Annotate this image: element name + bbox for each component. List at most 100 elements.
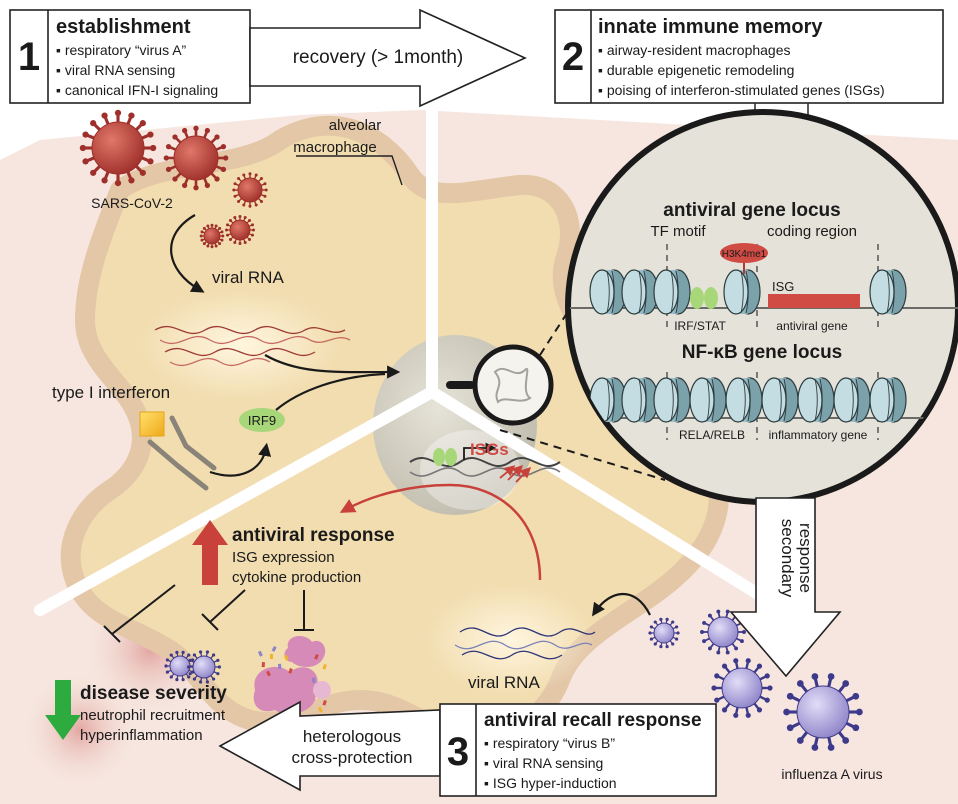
- cytokine-dot: [312, 677, 316, 683]
- response-line-1: ISG expression: [232, 549, 335, 566]
- sars-cov-2-viruses: [79, 109, 268, 249]
- nucleosome: [589, 269, 627, 315]
- tf-motif-label: TF motif: [651, 223, 707, 240]
- cytokine-dot: [271, 646, 277, 652]
- viral-rna-strand: [154, 325, 351, 367]
- nucleosome: [869, 377, 907, 423]
- cytokine-dot: [261, 662, 265, 668]
- cytokine-dot: [322, 664, 327, 670]
- transcription-arrow: [463, 442, 497, 460]
- isgs-label: ISGs: [470, 440, 509, 459]
- irf-stat-label: IRF/STAT: [674, 319, 726, 333]
- disease-severity-title: disease severity: [80, 683, 227, 704]
- rna-to-nucleus-arrow: [264, 354, 401, 379]
- cross-protection-arrow: heterologous cross-protection: [218, 700, 441, 792]
- panel-bullet: ▪ respiratory “virus B”: [484, 735, 615, 751]
- panel-title: establishment: [56, 16, 191, 38]
- viral-rna-label-1: viral RNA: [212, 268, 284, 287]
- cytokine-dot: [283, 654, 289, 661]
- zoom-dashed-lines: [499, 261, 666, 481]
- influenza-virus: [164, 650, 196, 682]
- magnifier-lens: [472, 344, 554, 426]
- secondary-label: secondary: [778, 519, 797, 598]
- response-up-arrow: [192, 520, 228, 585]
- cytokine-dots: [258, 646, 327, 713]
- nucleosome-row-antiviral: [589, 269, 907, 315]
- nucleosome: [621, 269, 659, 315]
- isg-gene-bar: [768, 294, 860, 308]
- irf-stat-factor: [690, 287, 704, 309]
- type-i-interferon-label: type I interferon: [52, 383, 170, 402]
- influenza-entry-arrow: [592, 592, 651, 617]
- nucleosome: [797, 377, 835, 423]
- cytokine-dot: [278, 663, 282, 669]
- nucleosome: [689, 377, 727, 423]
- viral-rna-glow: [425, 585, 595, 695]
- recovery-arrow: recovery (> 1month): [249, 8, 527, 108]
- panel-bullet: ▪ airway-resident macrophages: [598, 42, 791, 58]
- antiviral-gene-label: antiviral gene: [776, 319, 848, 333]
- interferon-ligand: [139, 411, 165, 437]
- viral-rna-glow: [140, 290, 340, 400]
- inhibition-lines: [103, 584, 314, 643]
- secondary-response-arrow: secondary response: [729, 497, 842, 678]
- nucleosome: [653, 377, 691, 423]
- panel-establishment: 1 establishment ▪ respiratory “virus A” …: [9, 9, 251, 104]
- panel-bullet: ▪ respiratory “virus A”: [56, 42, 187, 58]
- sars-label: SARS-CoV-2: [91, 195, 173, 211]
- influenza-virus: [648, 617, 680, 649]
- panel-number: 2: [562, 35, 584, 79]
- influenza-virus: [711, 658, 773, 718]
- nucleosome: [653, 269, 691, 315]
- virus-entry-arrow: [170, 214, 205, 293]
- neutrophil-cells: [253, 636, 331, 714]
- receptor-signal-arrow: [209, 442, 272, 477]
- influenza-viruses: [648, 609, 863, 751]
- tf-factor: [433, 448, 445, 466]
- sars-virus: [163, 125, 229, 191]
- sars-virus: [225, 215, 255, 245]
- nucleosome: [869, 269, 907, 315]
- isg-label: ISG: [772, 279, 794, 294]
- cytokine-dot: [266, 670, 271, 677]
- cytokine-dot: [318, 706, 323, 713]
- panel-title: innate immune memory: [598, 16, 823, 38]
- sars-virus: [199, 223, 225, 249]
- rela-relb-label: RELA/RELB: [679, 428, 745, 442]
- inflammatory-gene-label: inflammatory gene: [769, 428, 868, 442]
- influenza-virus: [187, 650, 221, 684]
- cross-protection-label: cross-protection: [292, 748, 413, 767]
- antiviral-response-title: antiviral response: [232, 525, 395, 546]
- nucleosome: [833, 377, 871, 423]
- interferon-receptor: [147, 415, 217, 491]
- irf-stat-factor: [704, 287, 718, 309]
- irf9-to-nucleus-arrow: [275, 372, 386, 411]
- magnifier: [446, 344, 554, 426]
- nuclear-dna: [409, 467, 561, 477]
- viral-rna-strand-2: [454, 627, 596, 660]
- isg-output-arrows: [499, 464, 532, 483]
- panel-frame: [9, 9, 251, 104]
- inflammation-patch: [20, 670, 140, 790]
- severity-line-2: hyperinflammation: [80, 727, 203, 744]
- sars-virus: [232, 172, 268, 208]
- cytokine-dot: [288, 668, 293, 674]
- nucleosome: [761, 377, 799, 423]
- nucleosome: [725, 377, 763, 423]
- panel-bullet: ▪ poising of interferon-stimulated genes…: [598, 82, 885, 98]
- panel-bullet: ▪ ISG hyper-induction: [484, 775, 617, 791]
- h3k4me1-mark: [720, 243, 768, 263]
- panel-bullet: ▪ viral RNA sensing: [484, 755, 603, 771]
- recall-response-arrow: [339, 483, 542, 581]
- panel-recall: 3 antiviral recall response ▪ respirator…: [439, 703, 717, 797]
- antiviral-locus-title: antiviral gene locus: [663, 200, 840, 221]
- nucleosome: [723, 269, 761, 315]
- influenza-label: influenza A virus: [781, 766, 882, 782]
- cytokine-dot: [322, 700, 327, 706]
- panel-number: 1: [18, 35, 40, 79]
- h3k4me1-label: H3K4me1: [722, 249, 767, 260]
- panel-bullet: ▪ canonical IFN-I signaling: [56, 82, 218, 98]
- influenza-small-viruses: [164, 650, 221, 684]
- tf-factor: [445, 448, 457, 466]
